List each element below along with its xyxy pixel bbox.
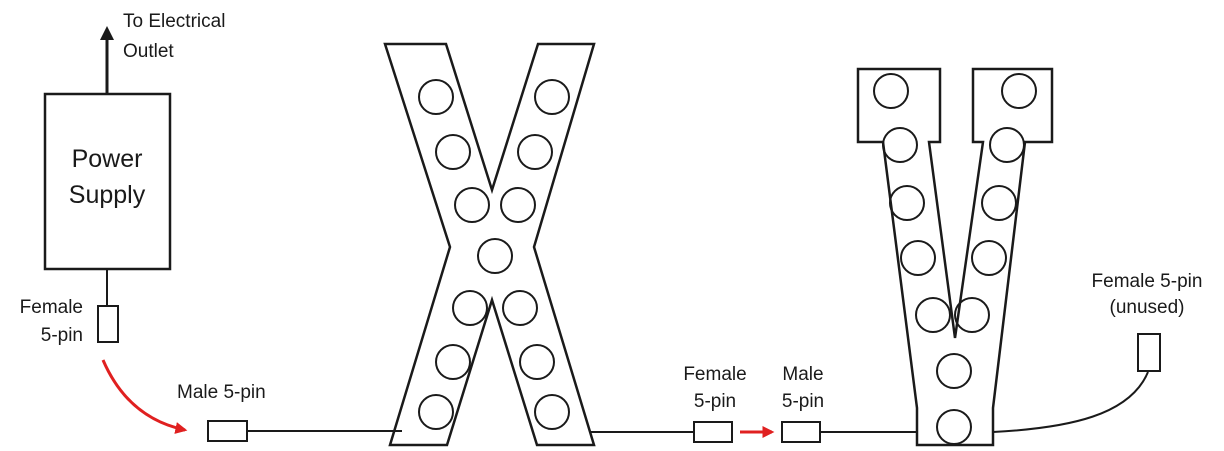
letter-x-bulbs <box>418 79 570 430</box>
unused-label-line1: Female 5-pin <box>1092 271 1203 292</box>
mid-female-connector <box>693 421 733 443</box>
power-supply-label-line2: Supply <box>69 181 146 209</box>
y-bulb <box>936 353 972 389</box>
unused-label-line2: (unused) <box>1110 297 1185 318</box>
x-bulb <box>435 344 471 380</box>
power-supply-label-line1: Power <box>72 145 143 173</box>
letter-x <box>383 42 596 447</box>
x-bulb <box>519 344 555 380</box>
unused-female-connector <box>1137 333 1161 372</box>
ps-female-label-line2: 5-pin <box>41 325 83 346</box>
y-bulb <box>900 240 936 276</box>
x-bulb <box>435 134 471 170</box>
male-in-connector <box>207 420 248 442</box>
x-bulb <box>534 79 570 115</box>
ps-female-connector <box>97 305 119 343</box>
letter-y <box>856 67 1054 447</box>
y-bulb <box>989 127 1025 163</box>
x-bulb <box>452 290 488 326</box>
x-bulb <box>534 394 570 430</box>
x-bulb <box>418 394 454 430</box>
ps-female-label-line1: Female <box>20 297 83 318</box>
x-bulb <box>477 238 513 274</box>
outlet-label-line2: Outlet <box>123 41 174 62</box>
y-bulb <box>936 409 972 445</box>
mid-male-label-line1: Male <box>782 364 823 385</box>
y-bulb <box>873 73 909 109</box>
x-bulb <box>502 290 538 326</box>
x-bulb <box>500 187 536 223</box>
wire-y-out <box>992 371 1149 433</box>
y-bulb <box>971 240 1007 276</box>
y-bulb <box>915 297 951 333</box>
mid-female-label-line2: 5-pin <box>694 391 736 412</box>
mid-male-connector <box>781 421 821 443</box>
connect-arrow-1 <box>101 359 188 434</box>
y-bulb <box>889 185 925 221</box>
x-bulb <box>517 134 553 170</box>
letter-y-bulbs <box>873 73 1037 445</box>
x-bulb <box>418 79 454 115</box>
letter-x-outline <box>383 42 596 447</box>
y-bulb <box>981 185 1017 221</box>
x-bulb <box>454 187 490 223</box>
y-bulb <box>1001 73 1037 109</box>
y-bulb <box>882 127 918 163</box>
male-in-label: Male 5-pin <box>177 382 266 403</box>
mid-female-label-line1: Female <box>683 364 746 385</box>
letter-y-outline <box>856 67 1054 447</box>
y-bulb <box>954 297 990 333</box>
mid-male-label-line2: 5-pin <box>782 391 824 412</box>
outlet-label-line1: To Electrical <box>123 11 225 32</box>
outlet-arrow <box>100 26 114 94</box>
